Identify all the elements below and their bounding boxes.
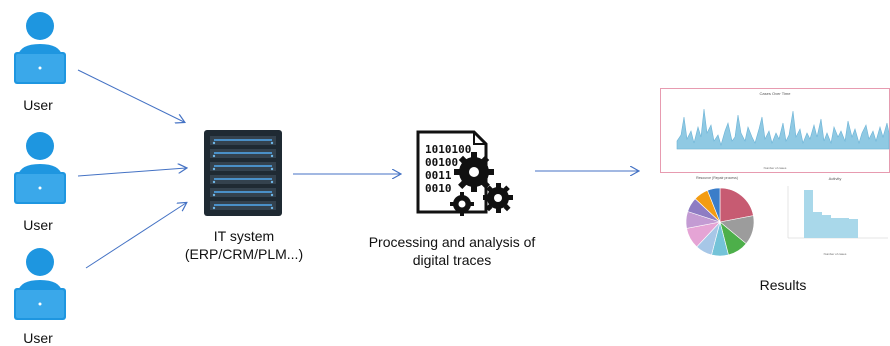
user-3 (8, 244, 72, 322)
activity-bar (849, 219, 858, 238)
cases-over-time-chart: Cases Over Time Number of cases (660, 88, 890, 173)
activity-plot (787, 186, 888, 239)
activity-bar (822, 215, 831, 238)
cases-over-time-title: Cases Over Time (759, 91, 791, 96)
user-label-3: User (23, 330, 53, 346)
binary-line-3: 0011 (425, 169, 452, 182)
user-1 (8, 8, 72, 86)
cases-over-time-plot (676, 108, 890, 150)
activity-bar (840, 218, 849, 238)
activity-title: Activity (828, 176, 842, 181)
it-system-line1: IT system (213, 228, 275, 244)
cases-over-time-legend: Number of cases (763, 166, 787, 170)
it-system-line2: (ERP/CRM/PLM...) (184, 246, 304, 262)
user-icon (14, 12, 66, 84)
gear-icon (454, 152, 494, 192)
pie-slice (707, 187, 721, 223)
user-label-2: User (23, 217, 53, 233)
activity-bar (813, 212, 822, 238)
resource-pie-title: Resource (Repair process) (696, 176, 738, 180)
pie-slice (719, 187, 754, 223)
gear-icon (483, 183, 513, 213)
activity-bar (831, 218, 840, 238)
gear-icon (450, 192, 474, 216)
user-icon (14, 132, 66, 204)
binary-line-1: 1010100 (425, 143, 471, 156)
user-label-1: User (23, 97, 53, 113)
processing-label: Processing and analysis of digital trace… (352, 234, 552, 268)
resource-pie-chart: Resource (Repair process) (658, 176, 776, 262)
binary-line-4: 0010 (425, 182, 452, 195)
processing-line1: Processing and analysis of (368, 234, 536, 250)
arrow-user3-to-system (85, 203, 186, 269)
activity-bar-chart: Activity Number of cases (780, 176, 890, 262)
results-dashboard: Cases Over Time Number of cases Resource… (658, 88, 890, 263)
user-icon (14, 248, 66, 320)
cases-area (676, 108, 890, 150)
arrow-user2-to-system (77, 168, 186, 177)
activity-bar (804, 190, 813, 238)
binary-line-2: 00100 (425, 156, 458, 169)
processing-gears-icon: 1010100 00100 0011 0010 (416, 130, 513, 216)
user-2 (8, 128, 72, 206)
resource-pie-plot (685, 187, 755, 257)
arrow-user1-to-system (77, 69, 184, 122)
server-rack-icon (204, 130, 282, 216)
results-label: Results (759, 277, 807, 293)
processing-line2: digital traces (412, 252, 492, 268)
activity-legend: Number of cases (823, 252, 847, 256)
it-system-label: IT system (ERP/CRM/PLM...) (168, 228, 320, 262)
